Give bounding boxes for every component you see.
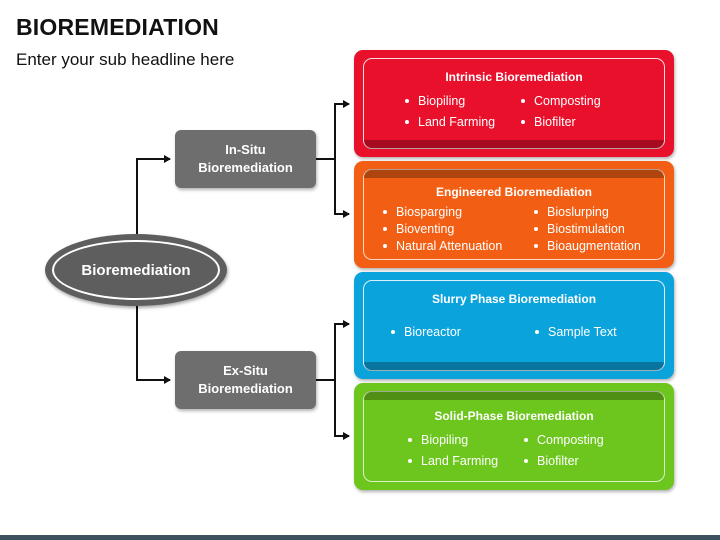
card-solid-phase-title: Solid-Phase Bioremediation (434, 409, 594, 423)
card-intrinsic-item: Composting (521, 94, 601, 108)
card-intrinsic-item: Biopiling (405, 94, 465, 108)
page-title: BIOREMEDIATION (16, 14, 219, 40)
card-solid-phase: Solid-Phase Bioremediation Biopiling Com… (354, 383, 674, 490)
card-engineered-item: Biostimulation (534, 222, 625, 236)
card-engineered-item: Bioventing (383, 222, 454, 236)
ex-situ-label-line1: Ex-Situ (223, 363, 268, 378)
card-solid-phase-item: Biofilter (524, 454, 579, 468)
card-engineered-item: Natural Attenuation (383, 239, 502, 253)
card-intrinsic-title: Intrinsic Bioremediation (445, 70, 583, 84)
footer-bar (0, 535, 720, 540)
in-situ-label-line1: In-Situ (225, 142, 266, 157)
card-solid-phase-item: Biopiling (408, 433, 468, 447)
card-slurry-phase-item: Bioreactor (391, 325, 461, 339)
connector-insitu-engineered (334, 159, 350, 218)
card-engineered-title: Engineered Bioremediation (435, 185, 593, 199)
connector-exsitu-solid (334, 380, 350, 440)
card-solid-phase-item: Composting (524, 433, 604, 447)
card-solid-phase-item: Land Farming (408, 454, 498, 468)
ex-situ-label-line2: Bioremediation (198, 381, 293, 396)
connector-root-exsitu (136, 306, 171, 384)
card-intrinsic: Intrinsic Bioremediation Biopiling Compo… (354, 50, 674, 157)
card-slurry-phase-title: Slurry Phase Bioremediation (431, 292, 597, 306)
connector-exsitu-slurry (334, 320, 350, 380)
card-intrinsic-item: Land Farming (405, 115, 495, 129)
card-engineered-item: Bioslurping (534, 205, 609, 219)
card-intrinsic-item: Biofilter (521, 115, 576, 129)
card-slurry-phase: Slurry Phase Bioremediation Bioreactor S… (354, 272, 674, 379)
root-node-label: Bioremediation (52, 240, 220, 300)
card-engineered-item: Bioaugmentation (534, 239, 641, 253)
card-engineered: Engineered Bioremediation Biosparging Bi… (354, 161, 674, 268)
card-engineered-item: Biosparging (383, 205, 462, 219)
connector-insitu-intrinsic (334, 100, 350, 159)
root-node: Bioremediation (45, 234, 227, 306)
page-subtitle: Enter your sub headline here (16, 50, 235, 69)
connector-root-insitu (136, 155, 171, 234)
card-slurry-phase-item: Sample Text (535, 325, 617, 339)
in-situ-label-line2: Bioremediation (198, 160, 293, 175)
